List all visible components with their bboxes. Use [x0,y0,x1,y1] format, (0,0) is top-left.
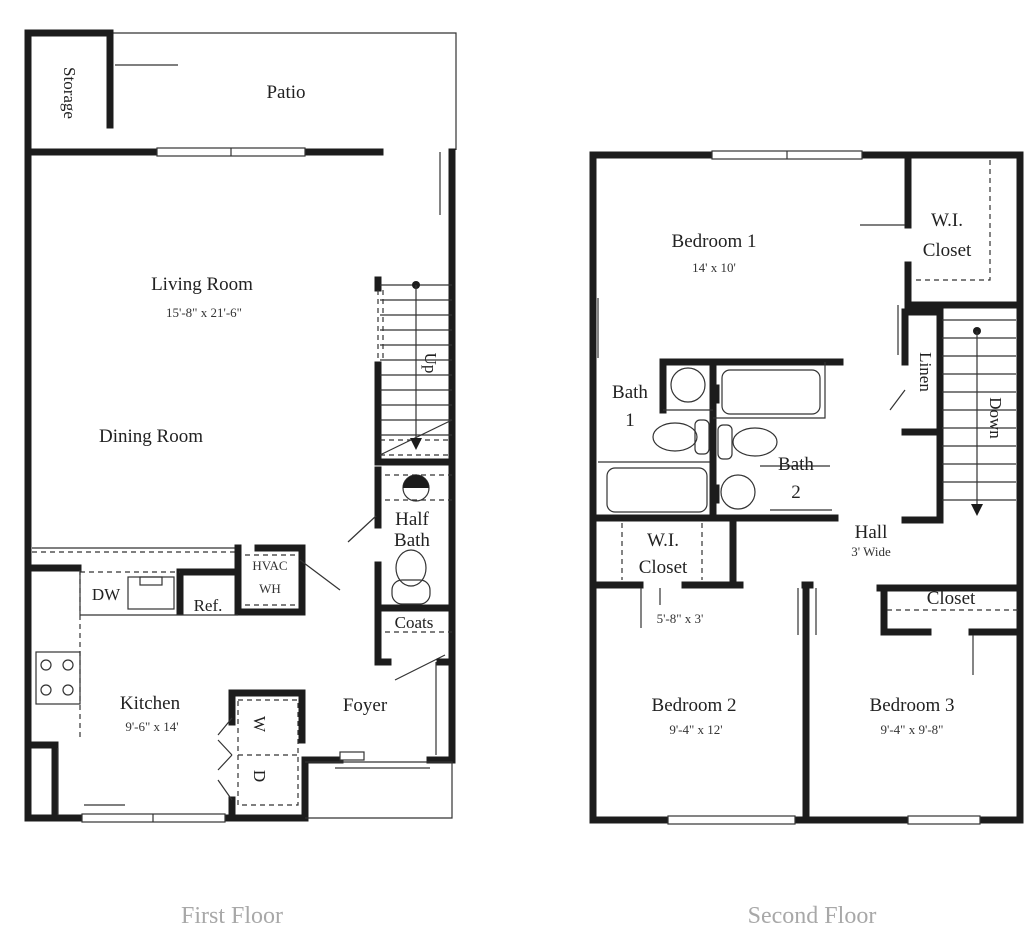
bedroom-2-label: Bedroom 2 [652,695,737,716]
dryer-label: D [250,770,269,782]
bath-2-label: 2 [791,482,801,503]
storage-label: Storage [60,67,79,119]
patio-label: Patio [266,82,305,103]
bathtub-icon [721,369,821,415]
first-floor-plan: Up [24,29,457,929]
wi-closet-1-label: Closet [923,240,972,261]
stair-treads [942,319,1016,501]
stove-icon [35,651,81,705]
wi-closet-2-dimensions: 5'-8" x 3' [657,611,704,626]
kitchen-label: Kitchen [120,693,181,714]
water-heater-label: WH [259,581,281,596]
bedroom-1-label: Bedroom 1 [672,231,757,252]
linen-closet-label: Linen [916,352,935,392]
half-bath-label: Half [395,509,429,530]
toilet-tank-icon [391,579,431,605]
living-room-label: Living Room [151,274,253,295]
first-floor-caption: First Floor [181,903,283,929]
second-floor-plan: Bedroom 1 14' x 10' W.I. Closet Bath 1 B… [589,150,1024,929]
stairs-down-label: Down [986,397,1005,439]
toilet-icon [395,549,427,587]
bath-1-label: Bath [612,382,648,403]
dishwasher-label: DW [92,585,121,604]
coats-closet-label: Coats [395,613,434,632]
kitchen-sink-icon [127,576,175,610]
bath-2-label: Bath [778,454,814,475]
living-room-dimensions: 15'-8" x 21'-6" [166,305,242,320]
wi-closet-2-label: Closet [639,557,688,578]
washer-label: W [250,716,269,733]
toilet-icon [732,427,778,457]
bedroom-3-dimensions: 9'-4" x 9'-8" [881,722,944,737]
wi-closet-1-label: W.I. [931,210,963,231]
dining-room-label: Dining Room [99,426,203,447]
bedroom-3-label: Bedroom 3 [870,695,955,716]
bath-1-label: 1 [625,410,635,431]
sink-icon [720,474,756,510]
bathtub-icon [606,467,708,513]
bedroom-2-dimensions: 9'-4" x 12' [669,722,722,737]
bedroom-1-dimensions: 14' x 10' [692,260,736,275]
stairs-up-label: Up [421,353,440,374]
half-bath-label: Bath [394,530,430,551]
second-floor-caption: Second Floor [748,903,877,929]
foyer-label: Foyer [343,695,388,716]
refrigerator-label: Ref. [194,596,223,615]
hall-dimensions: 3' Wide [851,544,891,559]
sink-icon [670,367,706,403]
hvac-label: HVAC [252,558,287,573]
closet-label: Closet [927,588,976,609]
hall-label: Hall [855,522,888,543]
toilet-icon [652,422,698,452]
wi-closet-2-label: W.I. [647,530,679,551]
kitchen-dimensions: 9'-6" x 14' [125,719,178,734]
